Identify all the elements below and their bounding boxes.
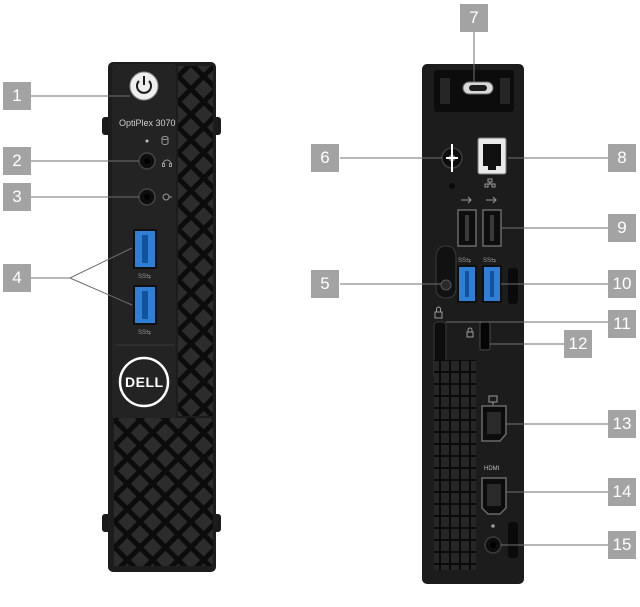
security-cable-icon [466,327,474,338]
displayport-port-tongue [487,412,501,434]
rear-view: SS⇆ SS⇆ [422,64,524,584]
usb-ss-mark-2: SS⇆ [138,329,151,336]
rear-vent-grill [434,360,476,570]
lock-icon [434,306,443,319]
rear-screw [449,183,455,189]
power-connector-symbol [446,144,458,172]
callout-7: 7 [460,4,488,32]
front-vent-bottom [114,418,213,566]
headset-icon [162,159,172,167]
callout-9: 9 [608,214,636,242]
callout-12: 12 [564,330,592,358]
rear-side-slot [508,268,518,304]
usb-ss-mark-1: SS⇆ [138,273,151,280]
callout-3: 3 [3,183,31,211]
callout-8: 8 [608,144,636,172]
front-line-out-jack-hole [144,194,150,200]
padlock-ring-hole [469,85,487,91]
rear-usb2-port-2-tongue [490,215,494,241]
power-icon [136,76,152,94]
dell-logo-text: DELL [125,374,164,390]
callout-4: 4 [3,264,31,292]
front-view: SS⇆ SS⇆ [102,62,221,572]
callout-10: 10 [608,270,636,298]
front-vent-strip [178,66,213,416]
hdd-icon [161,136,169,145]
hdd-activity-light [145,139,149,143]
callout-1: 1 [3,82,31,110]
network-port-socket [483,144,501,166]
rear-usb3-port-2-tongue [490,271,494,297]
network-icon [484,178,496,188]
usb-icon [461,196,497,204]
rear-status-led [491,524,495,528]
rear-top-vent-slot-right [500,78,510,104]
displayport-icon [488,395,498,405]
callout-15: 15 [608,531,636,559]
rear-usb3-port-1-tongue [465,271,469,297]
rear-line-out-jack-hole [490,542,496,548]
line-out-icon [162,193,172,201]
rear-bottom-slot [508,522,518,558]
front-usb3-port-2-tongue [142,291,148,319]
front-headset-jack-hole [144,158,150,164]
front-usb3-port-1-tongue [142,235,148,263]
cable-holder-screw [440,279,452,291]
rear-top-vent-slot-left [440,78,450,104]
leader-4b [69,277,133,306]
callout-14: 14 [608,478,636,506]
rear-usb2-port-1-tongue [465,215,469,241]
callout-13: 13 [608,410,636,438]
rear-usb-ss-mark-2: SS⇆ [483,257,496,264]
callout-2: 2 [3,147,31,175]
model-label: OptiPlex 3070 [119,118,176,128]
network-port-latch [488,166,496,170]
hdmi-port-tongue [487,484,501,506]
rear-usb-ss-mark-1: SS⇆ [458,257,471,264]
power-button[interactable] [129,71,159,101]
callout-11: 11 [608,310,636,338]
security-cable-slot[interactable] [479,321,491,351]
dell-logo-ring [118,356,170,408]
leader-lines [31,32,610,546]
hdmi-label: HDMI [484,466,500,472]
callout-6: 6 [311,144,339,172]
callout-5: 5 [311,270,339,298]
